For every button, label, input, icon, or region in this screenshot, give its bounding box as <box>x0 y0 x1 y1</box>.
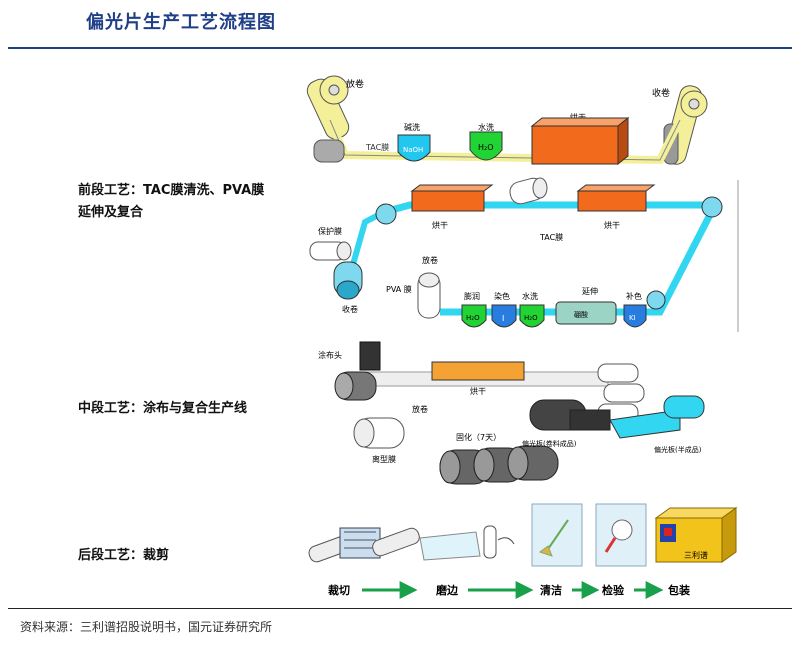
label-dry-top: 烘干 <box>570 112 586 122</box>
label-protect-film: 保护膜 <box>318 226 342 236</box>
label-replenish: 补色 <box>626 291 642 301</box>
curing-rolls-icon <box>439 445 559 485</box>
broom-icon <box>545 519 569 553</box>
cutting-machine-icon <box>308 527 420 563</box>
step-cut: 裁切 <box>328 583 350 597</box>
step-clean: 清洁 <box>540 583 562 597</box>
stage-front-label: 前段工艺：TAC膜清洗、PVA膜 延伸及复合 <box>78 180 264 224</box>
release-film-roll-icon <box>353 417 405 449</box>
label-polarizer-semi: 偏光板(半成品) <box>654 445 702 454</box>
protect-film-roll-icon <box>309 241 352 261</box>
dryer-left-icon <box>411 190 485 212</box>
guide-roller-icon <box>313 139 345 163</box>
semi-roll-icon <box>663 395 705 419</box>
source-note: 资料来源：三利谱招股说明书，国元证券研究所 <box>20 620 273 634</box>
roller-icon <box>701 196 723 218</box>
label-dye: 染色 <box>494 291 510 301</box>
dryer-top-icon <box>531 125 619 165</box>
label-iodine: I <box>502 314 504 323</box>
label-swell: 膨润 <box>464 291 480 301</box>
label-stretch: 延伸 <box>582 286 598 296</box>
coating-roller-icon <box>334 371 377 401</box>
label-naoh: NaOH <box>403 146 423 154</box>
roller-icon <box>646 290 666 310</box>
stage-front-line1: 前段工艺：TAC膜清洗、PVA膜 <box>78 183 265 198</box>
page-title: 偏光片生产工艺流程图 <box>86 12 276 33</box>
label-dry-right: 烘干 <box>604 220 620 230</box>
coating-head-icon <box>359 341 381 371</box>
step-edge: 磨边 <box>435 583 459 597</box>
back-flow: 三利谱 裁切 磨边 清洁 检验 包装 <box>308 503 738 599</box>
label-curing: 固化（7天） <box>456 432 501 442</box>
dye-tank-icon <box>491 304 517 328</box>
package-box-icon <box>654 507 738 563</box>
label-water-top: 水洗 <box>478 122 494 132</box>
label-rewind-bottom: 收卷 <box>342 304 358 314</box>
front-bottom-line: 保护膜 收卷 烘干 烘干 TAC膜 放卷 PVA 膜 膨润 <box>309 177 739 332</box>
stage-middle-label: 中段工艺：涂布与复合生产线 <box>78 401 248 416</box>
label-dry-left: 烘干 <box>432 220 448 230</box>
label-boric: 硼酸 <box>574 310 588 319</box>
magnifier-icon <box>611 519 633 541</box>
label-h2o-water: H₂O <box>524 314 538 322</box>
stretch-tank-icon <box>555 301 617 325</box>
polarizer-roll-icon <box>529 399 611 431</box>
water-tank-icon <box>469 131 503 161</box>
stage-back-label: 后段工艺：裁剪 <box>78 548 170 563</box>
label-rewind-top: 收卷 <box>652 87 670 99</box>
stage-front-line2: 延伸及复合 <box>78 205 144 220</box>
step-pack: 包装 <box>667 583 690 597</box>
label-ki: KI <box>629 314 636 322</box>
pva-unwind-roll-icon <box>417 272 441 319</box>
label-dry-middle: 烘干 <box>470 386 486 396</box>
step-inspect: 检验 <box>602 583 625 597</box>
label-polarizer-roll: 偏光板(卷料成品) <box>522 439 577 448</box>
roller-icon <box>375 203 397 225</box>
label-alkali: 碱洗 <box>404 122 420 132</box>
label-h2o-swell: H₂O <box>466 314 480 322</box>
label-pva-film: PVA 膜 <box>386 284 412 294</box>
label-unwind-bottom: 放卷 <box>422 255 438 265</box>
water-tank-bottom-icon <box>519 304 545 328</box>
label-coating-head: 涂布头 <box>318 350 342 360</box>
front-top-line: 放卷 收卷 TAC膜 碱洗 NaOH 水洗 H₂O 烘干 <box>306 75 708 166</box>
footer-rule <box>8 608 792 609</box>
label-water-bottom: 水洗 <box>522 291 538 301</box>
alkali-tank-icon <box>397 134 431 162</box>
label-unwind-top: 放卷 <box>346 78 364 90</box>
label-tac-top: TAC膜 <box>365 142 389 152</box>
box-label: 三利谱 <box>684 550 708 560</box>
swell-tank-icon <box>461 304 487 328</box>
dryer-middle-icon <box>431 361 525 381</box>
semi-film-icon <box>609 409 681 439</box>
edge-grind-icon <box>419 525 515 561</box>
label-unwind-middle: 放卷 <box>412 404 428 414</box>
middle-line: 涂布头 烘干 放卷 离型膜 固化（7 <box>318 341 705 485</box>
dryer-right-icon <box>577 190 647 212</box>
label-release-film: 离型膜 <box>372 454 396 464</box>
replenish-tank-icon <box>623 304 647 328</box>
tac-unwind-roll-icon <box>509 177 548 205</box>
rewind-roll-bottom-icon <box>333 261 363 300</box>
label-tac-bottom: TAC膜 <box>539 232 563 242</box>
unwind-roll-icon <box>306 75 350 140</box>
title-underline <box>8 47 792 49</box>
label-h2o-top: H₂O <box>478 143 494 152</box>
